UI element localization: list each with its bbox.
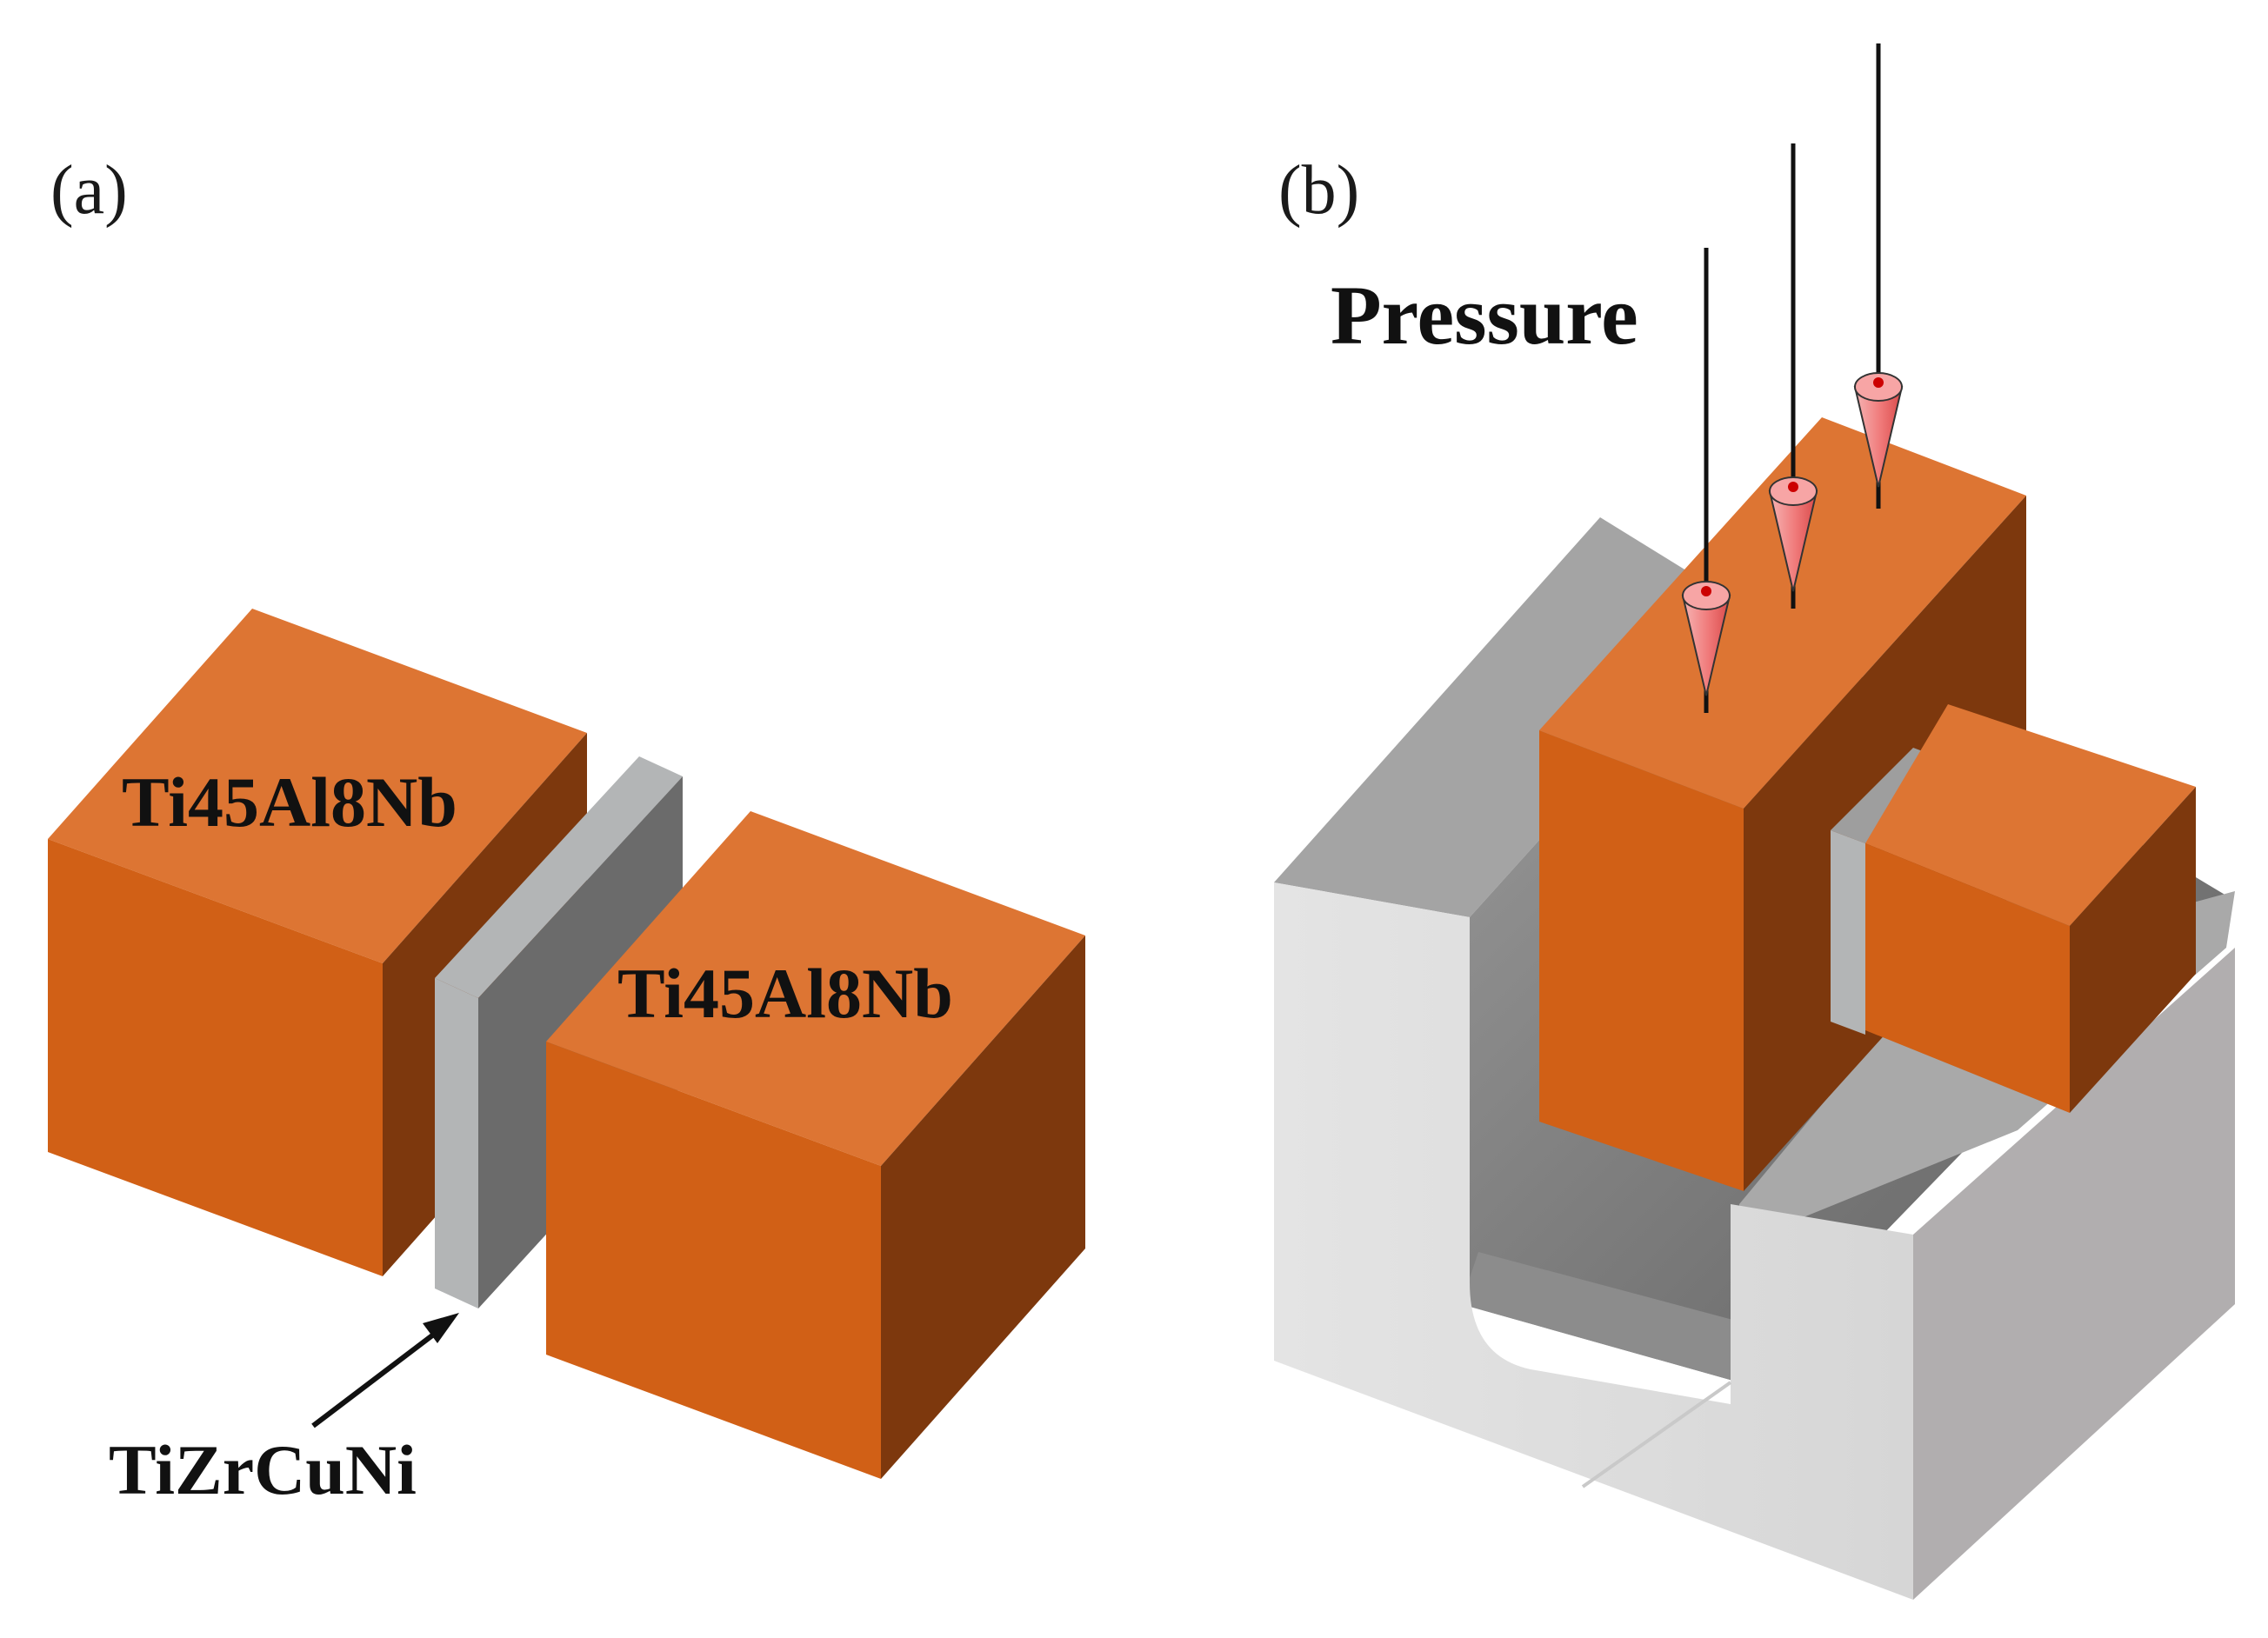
interlayer-label: TiZrCuNi <box>109 1430 417 1509</box>
horizontal-block-front <box>1865 843 2070 1113</box>
horizontal-block <box>1865 704 2196 1113</box>
right-block-side <box>881 936 1085 1479</box>
vertical-block-top <box>1539 417 2026 809</box>
pressure-arrow-2-dot <box>1788 482 1798 492</box>
fixture-front <box>1274 882 1913 1600</box>
fixture-channel-floor <box>1461 1252 1739 1382</box>
interlayer-front <box>435 978 478 1308</box>
horizontal-block-top <box>1865 704 2196 926</box>
left-block <box>48 609 587 1276</box>
interlayer-top <box>435 756 683 998</box>
left-block-top <box>48 609 587 963</box>
panel-b-label: (b) <box>1278 152 1359 229</box>
interlayer-b-front <box>1831 830 1865 1035</box>
right-block-label: Ti45Al8Nb <box>617 954 953 1033</box>
interlayer-arrow-shaft <box>311 1328 441 1428</box>
pressure-arrow-1 <box>1681 248 1731 713</box>
horizontal-block-side <box>2070 787 2196 1113</box>
panel-a-label: (a) <box>50 152 128 229</box>
vertical-block-front <box>1539 730 1744 1191</box>
fixture-side <box>1913 948 2235 1600</box>
left-block-label: Ti45Al8Nb <box>122 762 457 842</box>
panel-b: (b) <box>1274 43 2235 1600</box>
fixture-edge <box>1581 1381 1732 1488</box>
pressure-arrow-3-dot <box>1873 377 1884 388</box>
left-block-front <box>48 839 383 1276</box>
right-block <box>546 811 1085 1479</box>
fixture-back-top <box>1274 517 1748 917</box>
pressure-label: Pressure <box>1331 269 1638 362</box>
right-block-front <box>546 1042 881 1479</box>
interlayer-arrow <box>311 1313 459 1428</box>
pressure-arrow-2 <box>1768 143 1818 609</box>
panel-a: (a) Ti45Al8Nb Ti45Al8Nb TiZrCuNi <box>48 152 1085 1509</box>
pressure-arrow-1-dot <box>1701 586 1711 596</box>
pressure-arrow-3 <box>1853 43 1904 509</box>
right-block-top <box>546 811 1085 1166</box>
interlayer-arrow-head <box>423 1313 459 1343</box>
